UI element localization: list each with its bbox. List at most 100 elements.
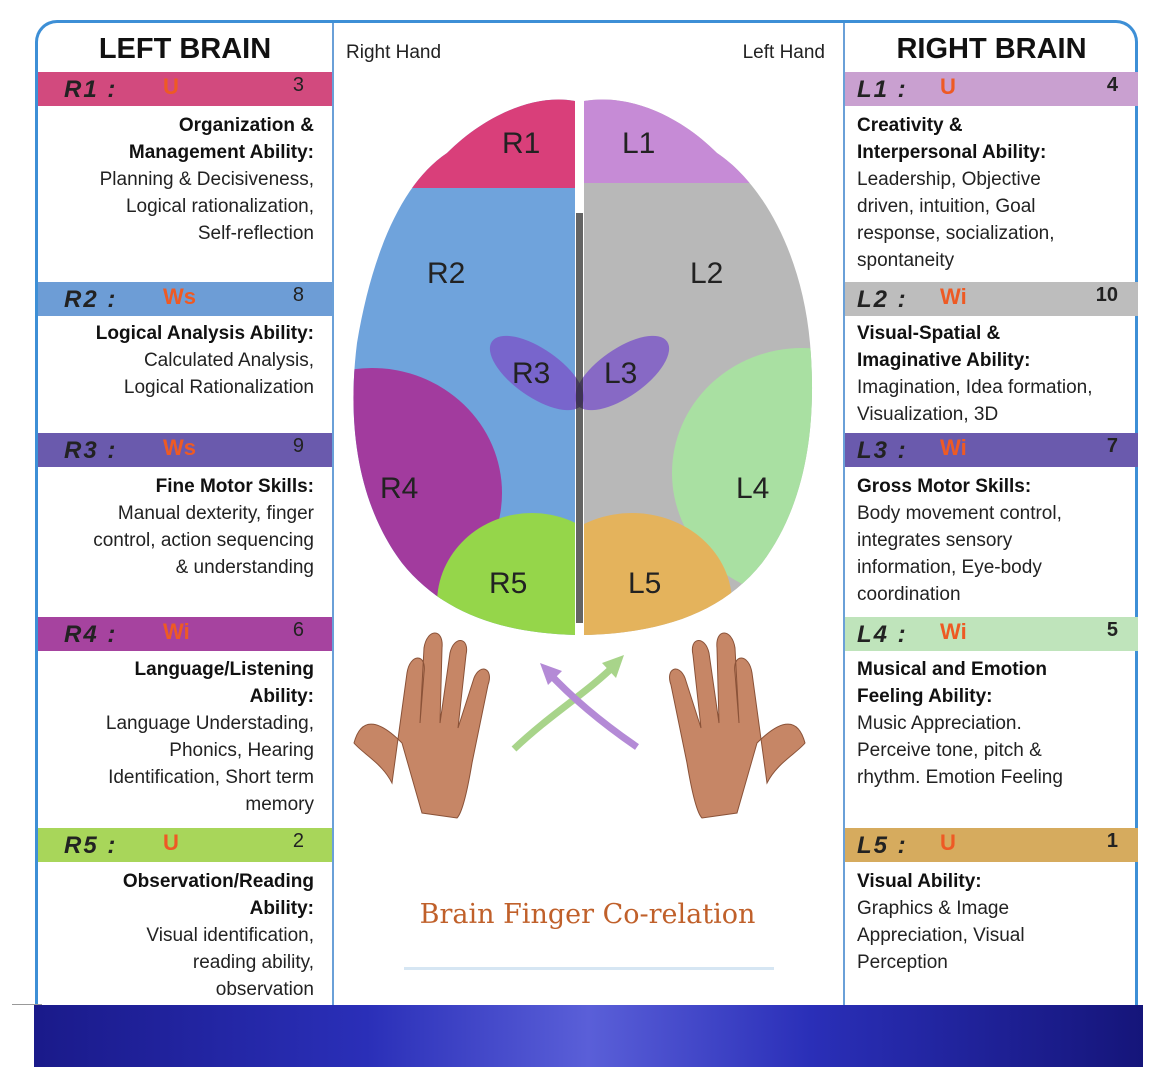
ability-detail: Perception (857, 952, 948, 973)
ability-detail: reading ability, (192, 952, 314, 973)
region-l5 (584, 513, 732, 636)
ability-detail: Visualization, 3D (857, 404, 999, 425)
region-l3 (574, 335, 670, 411)
ability-heading: Musical and Emotion (857, 659, 1048, 680)
region-label-r2: R2 (427, 257, 465, 290)
right-brain-title: RIGHT BRAIN (896, 33, 1087, 65)
region-label-l5: L5 (628, 567, 661, 600)
region-label-r5: R5 (489, 567, 527, 600)
fingerprint-type: U (163, 74, 179, 99)
fingerprint-type: Ws (163, 284, 196, 309)
ridge-count: 6 (292, 619, 304, 641)
fingerprint-type: U (940, 830, 956, 855)
region-code: R1 : (64, 76, 118, 103)
ability-detail: Calculated Analysis, (143, 350, 314, 371)
region-code: L4 : (857, 621, 908, 648)
ability-detail: coordination (857, 584, 961, 605)
ridge-count: 3 (292, 74, 304, 96)
caption-divider (404, 967, 774, 970)
ability-heading: Ability: (249, 686, 314, 707)
region-code: L3 : (857, 437, 908, 464)
ability-heading: Gross Motor Skills: (857, 476, 1032, 497)
region-code: L1 : (857, 76, 908, 103)
fingerprint-type: Wi (940, 284, 967, 309)
ability-detail: observation (215, 979, 314, 1000)
arrow-right-to-left-icon (544, 668, 639, 750)
right-hand-label: Right Hand (346, 42, 442, 63)
ability-detail: response, socialization, (857, 223, 1055, 244)
left-brain-title: LEFT BRAIN (98, 33, 272, 65)
ability-detail: Language Understading, (105, 713, 314, 734)
ability-detail: control, action sequencing (93, 530, 314, 551)
ability-detail: Appreciation, Visual (857, 925, 1025, 946)
ridge-count: 4 (1106, 74, 1118, 96)
region-bar-r1: R1 : U 3 (38, 72, 332, 106)
arrow-left-to-right-icon (511, 660, 620, 752)
left-hand-label: Left Hand (742, 42, 825, 63)
region-code: R5 : (64, 832, 118, 859)
ability-detail: Imagination, Idea formation, (857, 377, 1093, 398)
ability-detail: Visual identification, (146, 925, 314, 946)
ability-detail: Graphics & Image (857, 898, 1010, 919)
region-label-l3: L3 (604, 357, 637, 390)
ability-heading: Interpersonal Ability: (857, 142, 1047, 163)
region-r5 (437, 513, 576, 636)
ability-detail: driven, intuition, Goal (857, 196, 1036, 217)
region-bar-l2: L2 : Wi 10 (845, 282, 1138, 316)
region-bar-l3: L3 : Wi 7 (845, 433, 1138, 467)
ability-detail: Logical rationalization, (125, 196, 314, 217)
fingerprint-type: Wi (163, 619, 190, 644)
fingerprint-type: Ws (163, 435, 196, 460)
ridge-count: 5 (1106, 619, 1118, 641)
region-description: Visual-Spatial &Imaginative Ability:Imag… (845, 320, 1138, 428)
ability-heading: Creativity & (857, 115, 963, 136)
ability-detail: Identification, Short term (108, 767, 314, 788)
fingerprint-type: U (940, 74, 956, 99)
ability-detail: Planning & Decisiveness, (99, 169, 314, 190)
region-label-l2: L2 (690, 257, 723, 290)
region-code: L2 : (857, 286, 908, 313)
ridge-count: 1 (1106, 830, 1118, 852)
fingerprint-type: Wi (940, 435, 967, 460)
fingerprint-type: U (163, 830, 179, 855)
ridge-count: 7 (1106, 435, 1118, 457)
region-description: Gross Motor Skills: Body movement control… (845, 473, 1138, 608)
ability-detail: & understanding (175, 557, 314, 578)
region-bar-l1: L1 : U 4 (845, 72, 1138, 106)
ability-detail: Leadership, Objective (857, 169, 1041, 190)
ridge-count: 10 (1095, 284, 1118, 306)
ability-detail: integrates sensory (857, 530, 1013, 551)
region-label-r4: R4 (380, 472, 418, 505)
region-l4 (672, 348, 813, 598)
region-description: Logical Analysis Ability:Calculated Anal… (38, 320, 332, 401)
ability-detail: Self-reflection (197, 223, 314, 244)
region-label-r1: R1 (502, 127, 540, 160)
ridge-count: 8 (292, 284, 304, 306)
region-description: Organization &Management Ability:Plannin… (38, 112, 332, 247)
ability-detail: information, Eye-body (857, 557, 1042, 578)
ability-heading: Language/Listening (134, 659, 314, 680)
ability-detail: Perceive tone, pitch & (857, 740, 1042, 761)
ability-heading: Visual-Spatial & (857, 323, 1001, 344)
ability-detail: Manual dexterity, finger (117, 503, 314, 524)
ability-heading: Observation/Reading (122, 871, 314, 892)
ability-detail: Phonics, Hearing (169, 740, 314, 761)
ability-heading: Management Ability: (128, 142, 314, 163)
region-r3 (489, 335, 585, 411)
ability-detail: Logical Rationalization (123, 377, 314, 398)
region-label-l1: L1 (622, 127, 655, 160)
region-label-l4: L4 (736, 472, 769, 505)
chart-frame (35, 20, 1138, 1010)
ability-detail: Body movement control, (857, 503, 1062, 524)
region-r4 (353, 368, 502, 618)
ability-detail: memory (245, 794, 314, 815)
